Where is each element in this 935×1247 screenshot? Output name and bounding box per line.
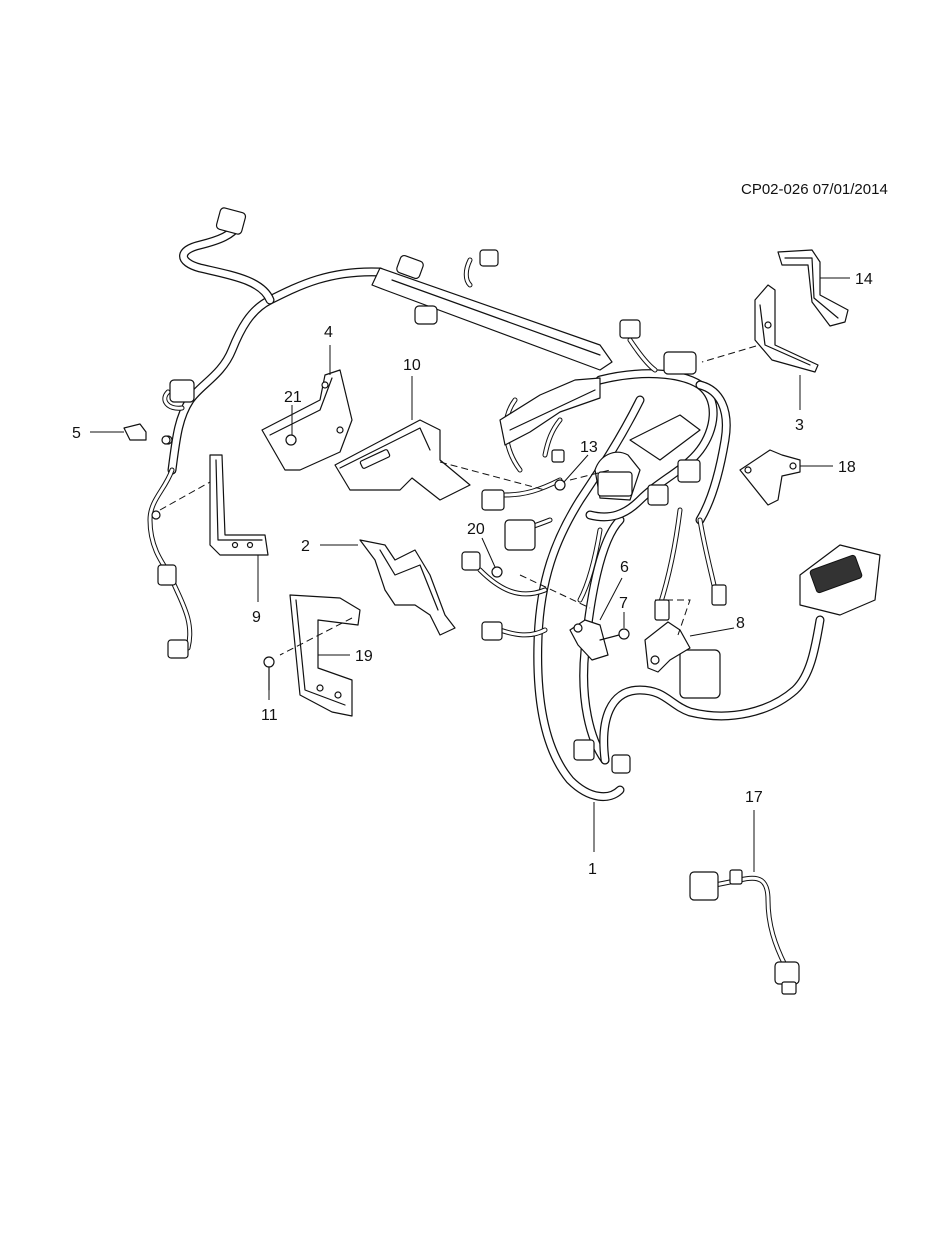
callout-13: 13 [580,439,598,456]
callout-10: 10 [403,357,421,374]
callout-2: 2 [301,538,310,555]
callout-14: 14 [855,271,873,288]
clip-5 [123,423,171,445]
sensor-harness-17 [689,869,800,995]
callout-8: 8 [736,615,745,632]
main-wiring-harness [147,207,881,802]
callout-21: 21 [284,389,302,406]
callout-9: 9 [252,609,261,626]
bracket-9 [209,454,269,556]
bracket-4 [261,369,353,471]
callout-18: 18 [838,459,856,476]
bolt-21 [285,434,297,446]
callout-1: 1 [588,861,597,878]
callout-6: 6 [620,559,629,576]
callout-19: 19 [355,648,373,665]
alignment-lines [159,345,757,656]
callout-3: 3 [795,417,804,434]
bolt-11 [263,656,275,691]
callout-17: 17 [745,789,763,806]
callout-11: 11 [261,707,278,724]
bracket-18 [739,449,801,506]
callout-5: 5 [72,425,81,442]
nut-20 [491,566,503,578]
bolt-13 [554,479,566,491]
callout-7: 7 [619,595,628,612]
bracket-19 [289,594,361,717]
bracket-2 [359,539,456,636]
bolt-7 [599,628,630,641]
clip-6 [569,619,609,661]
callout-20: 20 [467,521,485,538]
drawing-reference: CP02-026 07/01/2014 [741,181,888,198]
bracket-10 [334,419,471,501]
bracket-3 [754,284,819,373]
callout-numbers: 1 2 3 4 5 6 7 8 9 10 11 13 14 17 18 19 2… [72,271,873,878]
callout-4: 4 [324,324,333,341]
leader-lines [90,277,850,872]
bracket-14 [777,249,849,327]
clip-8 [644,621,691,673]
